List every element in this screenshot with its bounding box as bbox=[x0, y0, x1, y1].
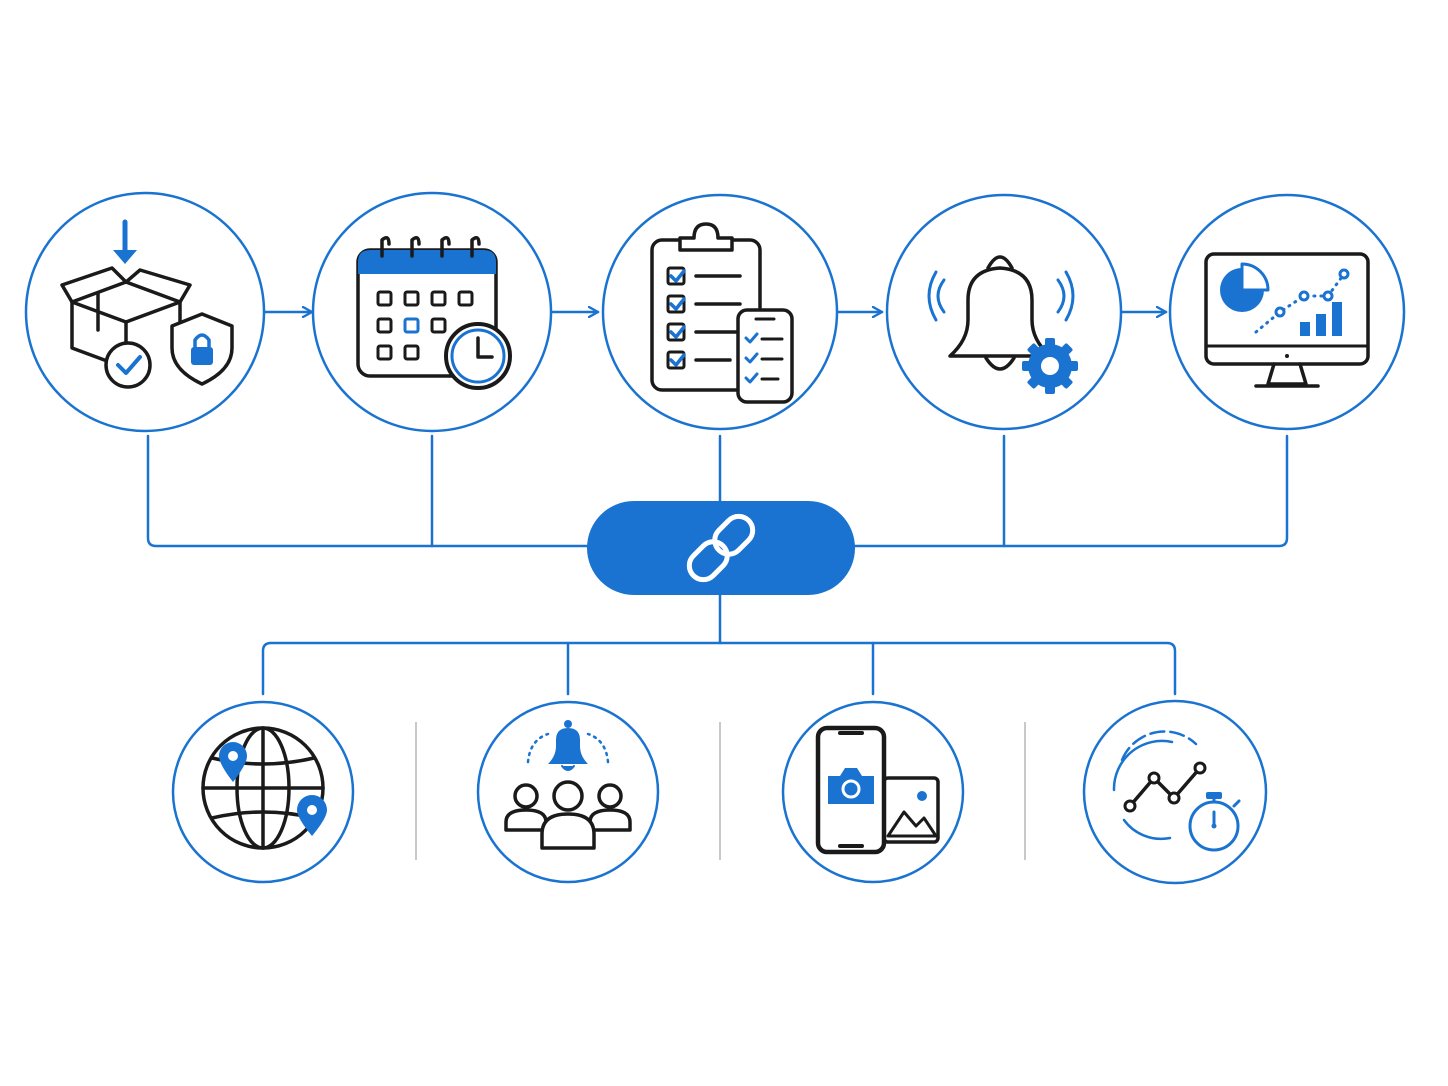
bottom-bus bbox=[261, 641, 1177, 696]
bell-settings-icon bbox=[927, 255, 1078, 394]
hub-node[interactable] bbox=[587, 501, 855, 595]
bottom-node-4[interactable] bbox=[1082, 699, 1268, 885]
link-icon bbox=[686, 513, 756, 583]
top-bus-left bbox=[146, 434, 592, 548]
node-circle bbox=[24, 191, 266, 433]
top-node-1[interactable] bbox=[24, 191, 266, 433]
bottom-node-1[interactable] bbox=[171, 700, 355, 884]
top-node-2[interactable] bbox=[311, 191, 553, 433]
package-security-icon bbox=[60, 219, 234, 389]
top-node-3[interactable] bbox=[601, 193, 839, 431]
top-node-4[interactable] bbox=[885, 193, 1123, 431]
global-locations-icon bbox=[201, 726, 327, 850]
bottom-node-2[interactable] bbox=[476, 700, 660, 884]
connectors bbox=[146, 312, 1289, 696]
performance-timer-icon bbox=[1112, 730, 1241, 852]
mobile-camera-icon bbox=[815, 725, 940, 855]
bottom-node-3[interactable] bbox=[781, 700, 965, 884]
hub-pill bbox=[587, 501, 855, 595]
calendar-clock-icon bbox=[356, 236, 512, 390]
separators bbox=[415, 722, 1026, 860]
top-node-5[interactable] bbox=[1168, 193, 1406, 431]
top-bus-right bbox=[853, 434, 1289, 548]
team-notification-icon bbox=[504, 720, 632, 850]
analytics-monitor-icon bbox=[1204, 252, 1370, 388]
checklist-mobile-icon bbox=[650, 222, 794, 404]
